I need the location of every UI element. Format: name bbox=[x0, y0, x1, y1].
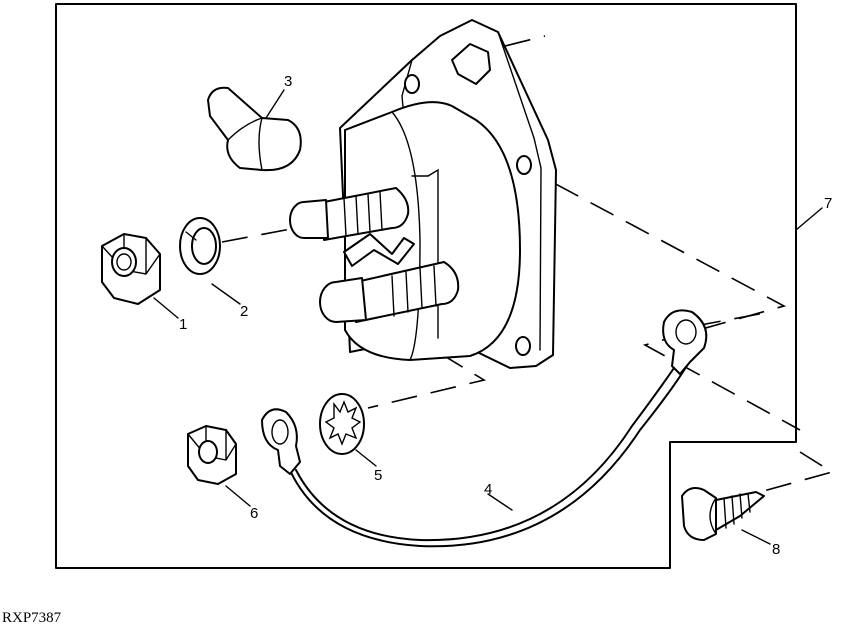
switch-body-part-7 bbox=[289, 19, 557, 369]
callout-8: 8 bbox=[772, 541, 780, 558]
figure-code: RXP7387 bbox=[2, 610, 62, 626]
lock-washer-part-2 bbox=[179, 217, 221, 275]
callout-1: 1 bbox=[179, 316, 187, 333]
callout-6: 6 bbox=[250, 505, 258, 522]
upper-terminal-stud bbox=[289, 187, 410, 241]
callout-7: 7 bbox=[824, 195, 832, 212]
lower-terminal-stud bbox=[319, 261, 460, 323]
diagram-frame bbox=[55, 3, 797, 569]
star-washer-part-5 bbox=[319, 393, 365, 455]
callout-4: 4 bbox=[484, 481, 492, 498]
hex-nut-part-1 bbox=[101, 233, 161, 305]
callout-2: 2 bbox=[240, 303, 248, 320]
callout-leaders bbox=[153, 89, 823, 545]
callout-5: 5 bbox=[374, 467, 382, 484]
hex-nut-part-6 bbox=[187, 425, 237, 485]
ground-cable-part-4 bbox=[261, 309, 708, 548]
callout-3: 3 bbox=[284, 73, 292, 90]
terminal-boot-part-3 bbox=[207, 86, 302, 172]
screw-part-8 bbox=[681, 487, 765, 541]
